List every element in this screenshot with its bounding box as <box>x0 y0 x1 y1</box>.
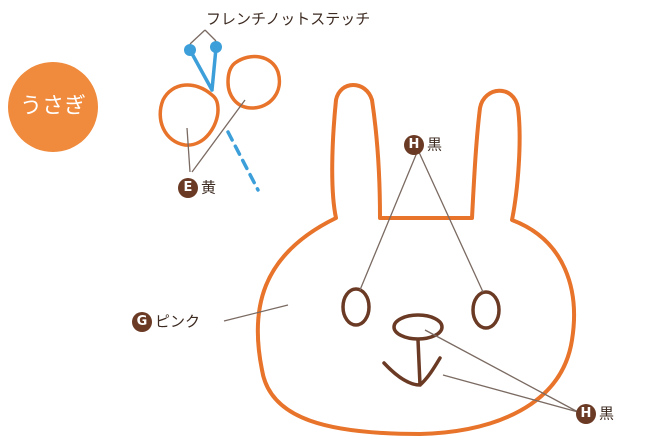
stitch-thread <box>188 46 218 92</box>
title-badge-text: うさぎ <box>19 94 86 119</box>
left-eye <box>341 287 371 327</box>
label-h-bottom-marker: H <box>576 404 596 424</box>
knot-dot-left <box>184 44 196 56</box>
h-bottom-leader <box>424 329 579 413</box>
label-h-top-marker: H <box>404 135 424 155</box>
knot-dot-right <box>210 41 222 53</box>
knot-petal-left <box>158 83 220 147</box>
knot-petal-right <box>226 54 282 110</box>
g-leader <box>223 304 289 322</box>
label-g-marker: G <box>132 312 152 332</box>
label-g-text: ピンク <box>155 312 201 331</box>
stitch-thread-dashed <box>226 130 260 192</box>
e-leader <box>186 99 246 173</box>
stitch-leader <box>189 29 217 45</box>
rabbit-outline <box>255 83 577 436</box>
label-h-top-text: 黒 <box>427 135 443 154</box>
label-e-marker: E <box>178 178 198 198</box>
right-eye <box>471 290 501 330</box>
stitch-label: フレンチノットステッチ <box>206 10 371 28</box>
title-badge: うさぎ <box>8 62 98 152</box>
h-top-leader <box>359 149 484 293</box>
label-e-text: 黄 <box>201 178 217 197</box>
mouth <box>382 338 442 387</box>
label-h-bottom-text: 黒 <box>599 404 615 423</box>
